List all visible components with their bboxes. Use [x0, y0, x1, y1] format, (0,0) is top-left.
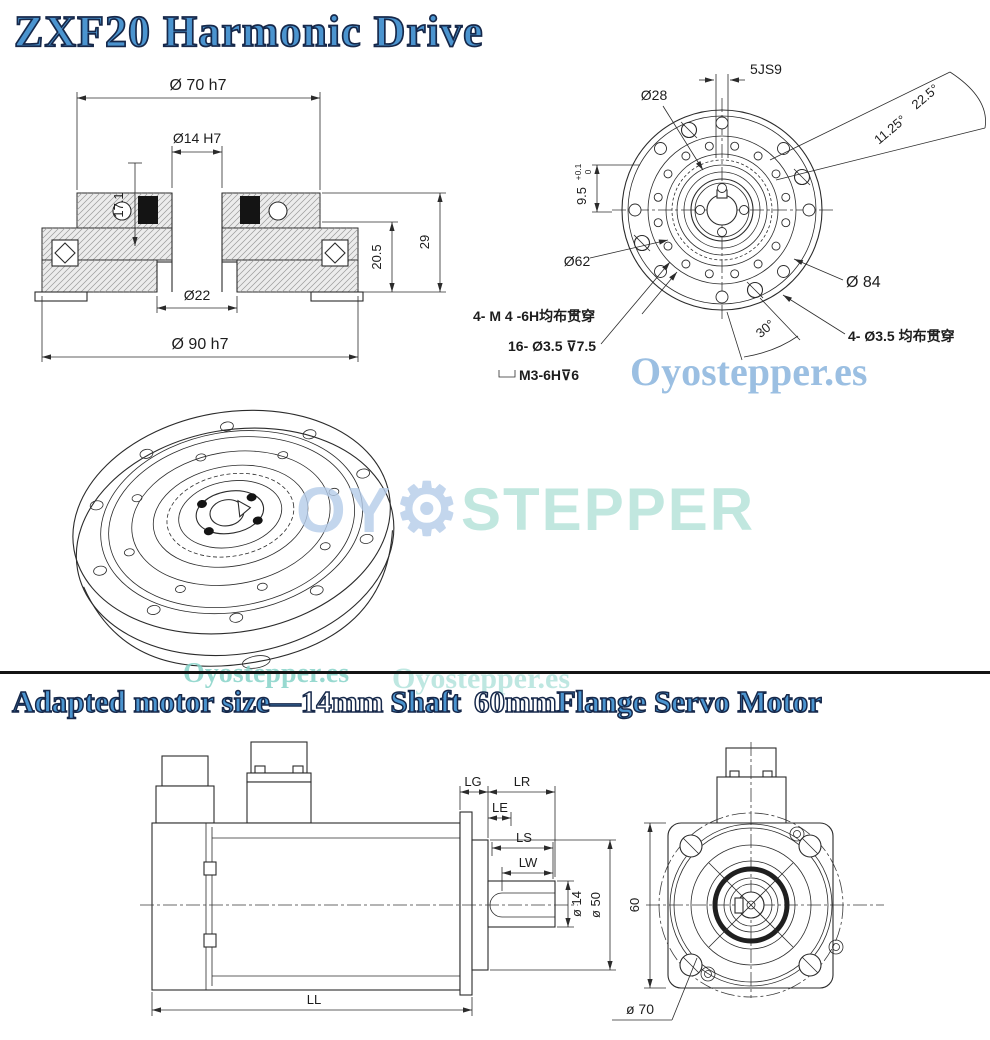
dim-ll-label: LL [307, 992, 321, 1007]
dim-dia62-label: Ø62 [564, 253, 591, 269]
dim-shaft-dia14-label: ø 14 [569, 891, 584, 917]
dim-flange-60-label: 60 [627, 898, 642, 912]
dim-dia70-label: Ø 70 h7 [170, 77, 227, 94]
dim-le-label: LE [492, 800, 508, 815]
dim-keyway-label: 5JS9 [750, 61, 782, 77]
dim-lr-label: LR [514, 774, 531, 789]
dim-dia84-label: Ø 84 [846, 274, 881, 291]
section-divider [0, 671, 990, 674]
counterbore-icon [498, 370, 516, 378]
motor-side-view [140, 741, 578, 996]
dim-dia90-label: Ø 90 h7 [172, 336, 229, 353]
logo-stepper-text: STEPPER [461, 476, 756, 543]
page-title: ZXF20 Harmonic Drive [13, 6, 484, 57]
dim-boss-dia50-label: ø 50 [588, 892, 603, 918]
callout-4-holes: 4- Ø3.5 均布贯穿 [848, 328, 955, 344]
logo-oy-text: OY [296, 474, 393, 546]
flange-bolt-holes [89, 421, 374, 623]
site-watermark-middle-right: Oyostepper.es [392, 662, 571, 695]
callout-m4-holes: 4- M 4 -6H均布贯穿 [473, 308, 595, 324]
callout-counterbore: M3-6H⊽6 [519, 367, 579, 383]
dim-95-label: 9.5 [574, 187, 589, 205]
section2-title-part2: 14mm [300, 683, 384, 720]
dim-95-tol-upper: +0.1 [573, 163, 583, 180]
dim-29-label: 29 [417, 235, 432, 249]
dim-95-tol-lower: 0 [583, 169, 593, 174]
dim-lw-label: LW [519, 855, 538, 870]
dim-dia22-label: Ø22 [184, 287, 211, 303]
gear-icon: ⚙ [394, 470, 460, 550]
product-isometric-drawing [72, 409, 395, 669]
callout-16-holes: 16- Ø3.5 ⊽7.5 [508, 338, 596, 354]
cross-section-dimensions: Ø 70 h7 Ø14 H7 17.1 Ø22 Ø 90 h7 20.5 29 [41, 77, 446, 362]
dim-dia28-label: Ø28 [641, 87, 668, 103]
dim-ls-label: LS [516, 830, 532, 845]
dim-dia14-label: Ø14 H7 [173, 130, 221, 146]
section2-title-part5: Flange Servo Motor [556, 683, 823, 720]
front-view-drawing [612, 98, 834, 322]
dim-angle225-label: 22.5° [909, 81, 942, 112]
section2-title-part4: 60mm [473, 683, 557, 720]
dim-171-label: 17.1 [111, 192, 126, 217]
site-watermark-top: Oyostepper.es [630, 349, 868, 394]
oyostepper-logo-watermark: OY ⚙ STEPPER [296, 474, 755, 546]
dim-lg-label: LG [464, 774, 481, 789]
dim-pilot-dia70-label: ø 70 [626, 1001, 654, 1017]
dim-angle1125-label: 11.25° [871, 112, 909, 147]
section2-title-part3: Shaft [390, 683, 462, 720]
motor-side-dimensions: LG LR LE LS LW ø 14 ø 50 LL [151, 774, 616, 1016]
cross-section-drawing [34, 192, 364, 302]
motor-front-view: 60 ø 70 [612, 742, 884, 1021]
dim-angle30-label: 30° [753, 316, 778, 340]
slotted-screws [633, 121, 811, 299]
section2-title-part1: Adapted motor size— [11, 683, 301, 720]
dim-205-label: 20.5 [369, 244, 384, 269]
